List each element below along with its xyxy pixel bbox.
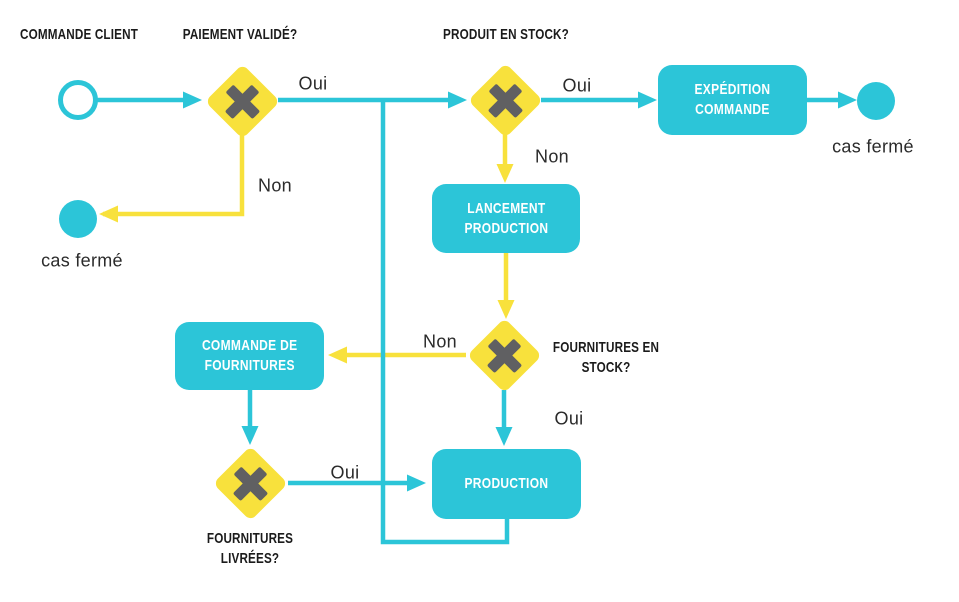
edge-paiement-non bbox=[99, 130, 245, 223]
start-event-circle bbox=[58, 80, 98, 120]
label-non-fournitures-stock: Non bbox=[423, 331, 457, 352]
task-label: PRODUCTION bbox=[464, 475, 549, 493]
end-event-circle-expedition bbox=[857, 82, 895, 120]
edge-expedition-to-end bbox=[807, 91, 857, 109]
edge-lancement-to-gateway bbox=[497, 253, 515, 319]
edge-commande-to-livrees bbox=[241, 390, 259, 445]
label-cas-ferme-left: cas fermé bbox=[41, 250, 123, 271]
edge-fournitures-stock-non bbox=[328, 346, 466, 364]
label-oui-paiement: Oui bbox=[298, 73, 328, 94]
edge-fournitures-stock-oui bbox=[495, 390, 513, 446]
edge-production-loop-back bbox=[380, 100, 510, 545]
task-label: LANCEMENT PRODUCTION bbox=[464, 199, 548, 237]
task-lancement-production: LANCEMENT PRODUCTION bbox=[432, 184, 580, 253]
label-oui-produit: Oui bbox=[562, 75, 592, 96]
label-produit-en-stock: PRODUIT EN STOCK? bbox=[443, 26, 569, 44]
task-production: PRODUCTION bbox=[432, 449, 581, 519]
label-oui-fournitures-livrees: Oui bbox=[330, 462, 360, 483]
label-fournitures-en-stock: FOURNITURES EN STOCK? bbox=[552, 339, 660, 376]
label-fournitures-livrees: FOURNITURES LIVRÉES? bbox=[206, 530, 294, 567]
label-non-produit: Non bbox=[535, 146, 569, 167]
edge-paiement-oui bbox=[278, 91, 467, 109]
label-paiement-valide: PAIEMENT VALIDÉ? bbox=[182, 26, 298, 44]
label-commande-client: COMMANDE CLIENT bbox=[19, 26, 139, 44]
task-expedition-commande: EXPÉDITION COMMANDE bbox=[658, 65, 807, 135]
label-cas-ferme-right: cas fermé bbox=[832, 136, 914, 157]
task-label: COMMANDE DE FOURNITURES bbox=[201, 337, 298, 374]
task-commande-de-fournitures: COMMANDE DE FOURNITURES bbox=[175, 322, 324, 390]
edge-fournitures-livrees-oui bbox=[288, 474, 426, 492]
edge-produit-oui bbox=[541, 91, 657, 109]
end-event-circle-paiement-non bbox=[59, 200, 97, 238]
label-non-paiement: Non bbox=[258, 175, 292, 196]
label-oui-fournitures-stock: Oui bbox=[554, 408, 584, 429]
task-label: EXPÉDITION COMMANDE bbox=[694, 81, 771, 118]
edge-start-to-paiement bbox=[97, 91, 202, 109]
